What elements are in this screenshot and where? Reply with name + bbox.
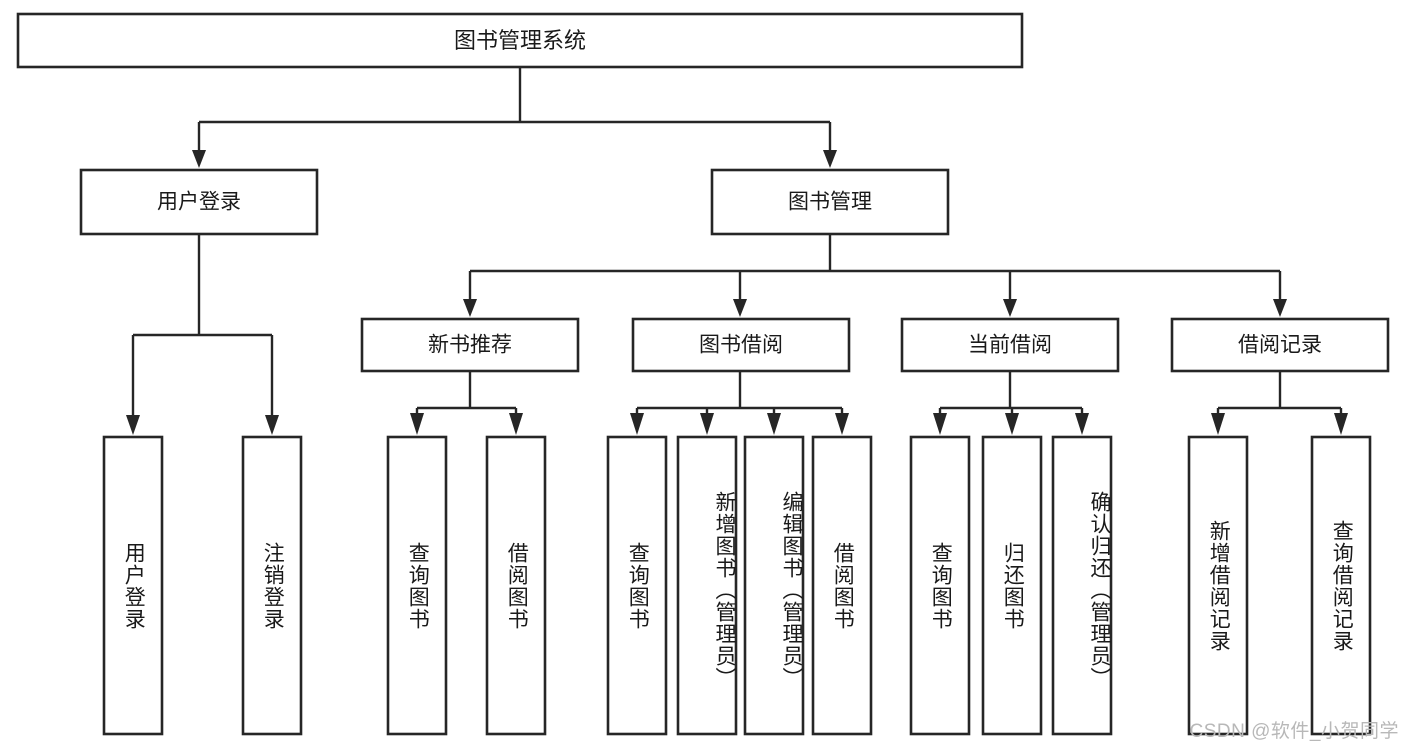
arrowhead-current-return-book xyxy=(1005,413,1019,435)
arrowhead-record-add xyxy=(1211,413,1225,435)
node-borrow-add-book-box[interactable] xyxy=(676,435,738,736)
arrowhead-borrow-record xyxy=(1273,299,1287,317)
arrowhead-book-borrow xyxy=(733,299,747,317)
node-current-confirm-return-box[interactable] xyxy=(1051,435,1113,736)
node-book-borrow-box[interactable] xyxy=(631,317,851,373)
node-record-add-box[interactable] xyxy=(1187,435,1249,736)
node-borrow-record-box[interactable] xyxy=(1170,317,1390,373)
node-user-login-logout-box[interactable] xyxy=(241,435,303,736)
node-user-login-login-box[interactable] xyxy=(102,435,164,736)
node-root-box[interactable] xyxy=(16,12,1024,69)
csdn-watermark: CSDN @软件_小贺同学 xyxy=(1189,721,1399,742)
node-book-management-box[interactable] xyxy=(710,168,950,236)
edges-layer xyxy=(126,67,1348,435)
arrowhead-borrow-add-book xyxy=(700,413,714,435)
arrowhead-borrow-borrow-book xyxy=(835,413,849,435)
node-book-borrow-label: 图书借阅 xyxy=(699,334,783,357)
nodes-layer: 图书管理系统 用户登录 图书管理 新书推荐 图书借阅 当前借阅 借阅记录 xyxy=(16,12,1390,736)
node-new-book-recommend-box[interactable] xyxy=(360,317,580,373)
node-record-query-box[interactable] xyxy=(1310,435,1372,736)
arrowhead-current-confirm-return xyxy=(1075,413,1089,435)
node-recommend-query-book-box[interactable] xyxy=(386,435,448,736)
arrowhead-user-login xyxy=(192,150,206,168)
node-new-book-recommend-label: 新书推荐 xyxy=(428,334,512,357)
node-user-login-box[interactable] xyxy=(79,168,319,236)
node-current-borrow-label: 当前借阅 xyxy=(968,334,1052,357)
node-root-label: 图书管理系统 xyxy=(454,28,586,53)
node-current-query-book-box[interactable] xyxy=(909,435,971,736)
node-borrow-edit-book-box[interactable] xyxy=(743,435,805,736)
node-current-return-book-box[interactable] xyxy=(981,435,1043,736)
arrowhead-user-login-logout xyxy=(265,415,279,435)
arrowhead-recommend-borrow-book xyxy=(509,413,523,435)
arrowhead-borrow-query-book xyxy=(630,413,644,435)
node-user-login-label: 用户登录 xyxy=(157,191,241,214)
node-book-management-label: 图书管理 xyxy=(788,191,872,214)
node-recommend-borrow-book-box[interactable] xyxy=(485,435,547,736)
arrowhead-current-query-book xyxy=(933,413,947,435)
node-borrow-borrow-book-box[interactable] xyxy=(811,435,873,736)
arrowhead-record-query xyxy=(1334,413,1348,435)
node-borrow-query-book-box[interactable] xyxy=(606,435,668,736)
arrowhead-book-management xyxy=(823,150,837,168)
arrowhead-new-book-recommend xyxy=(463,299,477,317)
arrowhead-user-login-login xyxy=(126,415,140,435)
node-borrow-record-label: 借阅记录 xyxy=(1238,334,1322,357)
arrowhead-current-borrow xyxy=(1003,299,1017,317)
node-current-borrow-box[interactable] xyxy=(900,317,1120,373)
arrowhead-recommend-query-book xyxy=(410,413,424,435)
arrowhead-borrow-edit-book xyxy=(767,413,781,435)
